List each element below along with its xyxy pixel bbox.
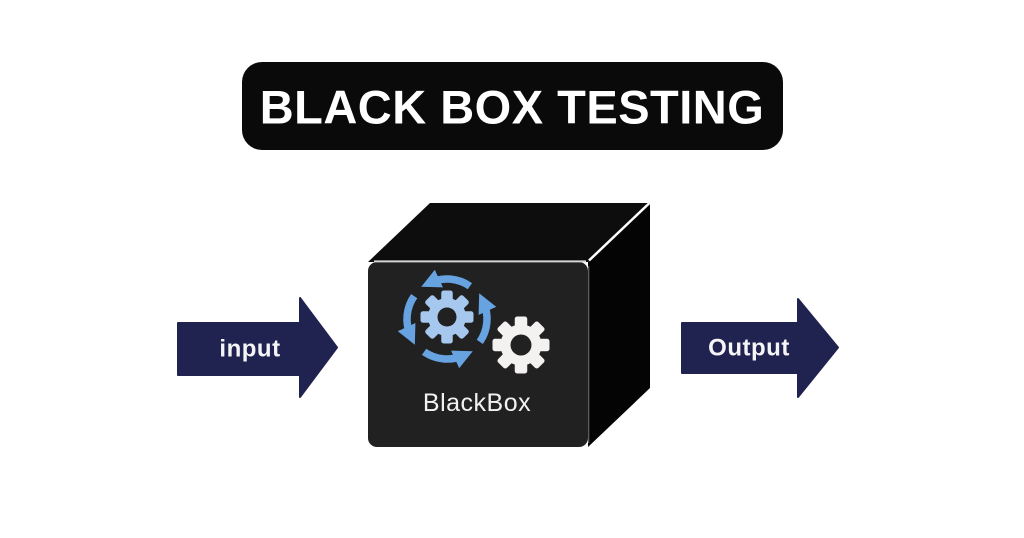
output-label: Output — [708, 335, 790, 362]
title-banner-background — [242, 62, 783, 150]
gear-icon — [492, 316, 550, 374]
input-label: input — [219, 336, 280, 363]
gear-hole — [510, 334, 532, 356]
cycle-arc-bottom — [421, 348, 473, 369]
cycle-arc-right — [476, 293, 497, 345]
cycle-arc-top — [421, 269, 473, 290]
blue-gear — [420, 290, 474, 344]
gear-hole — [437, 307, 457, 327]
input-arrow: input — [177, 297, 338, 398]
box-top-face — [368, 203, 650, 262]
box-front-face — [368, 262, 588, 447]
output-arrow: Output — [681, 298, 839, 398]
cycle-arc-left — [397, 293, 418, 345]
box-corner-edge-highlight — [588, 202, 651, 262]
box-label: BlackBox — [423, 389, 531, 417]
input-arrow-shape — [178, 298, 337, 397]
cycle-arrows — [397, 269, 497, 369]
gear-sync-icon — [397, 269, 497, 369]
black-box: BlackBox — [368, 202, 651, 447]
title-banner: BLACK BOX TESTING — [242, 62, 783, 150]
output-arrow-outline — [681, 298, 839, 398]
page-title: BLACK BOX TESTING — [260, 81, 765, 134]
input-arrow-outline — [177, 297, 338, 398]
box-side-face — [588, 203, 650, 447]
